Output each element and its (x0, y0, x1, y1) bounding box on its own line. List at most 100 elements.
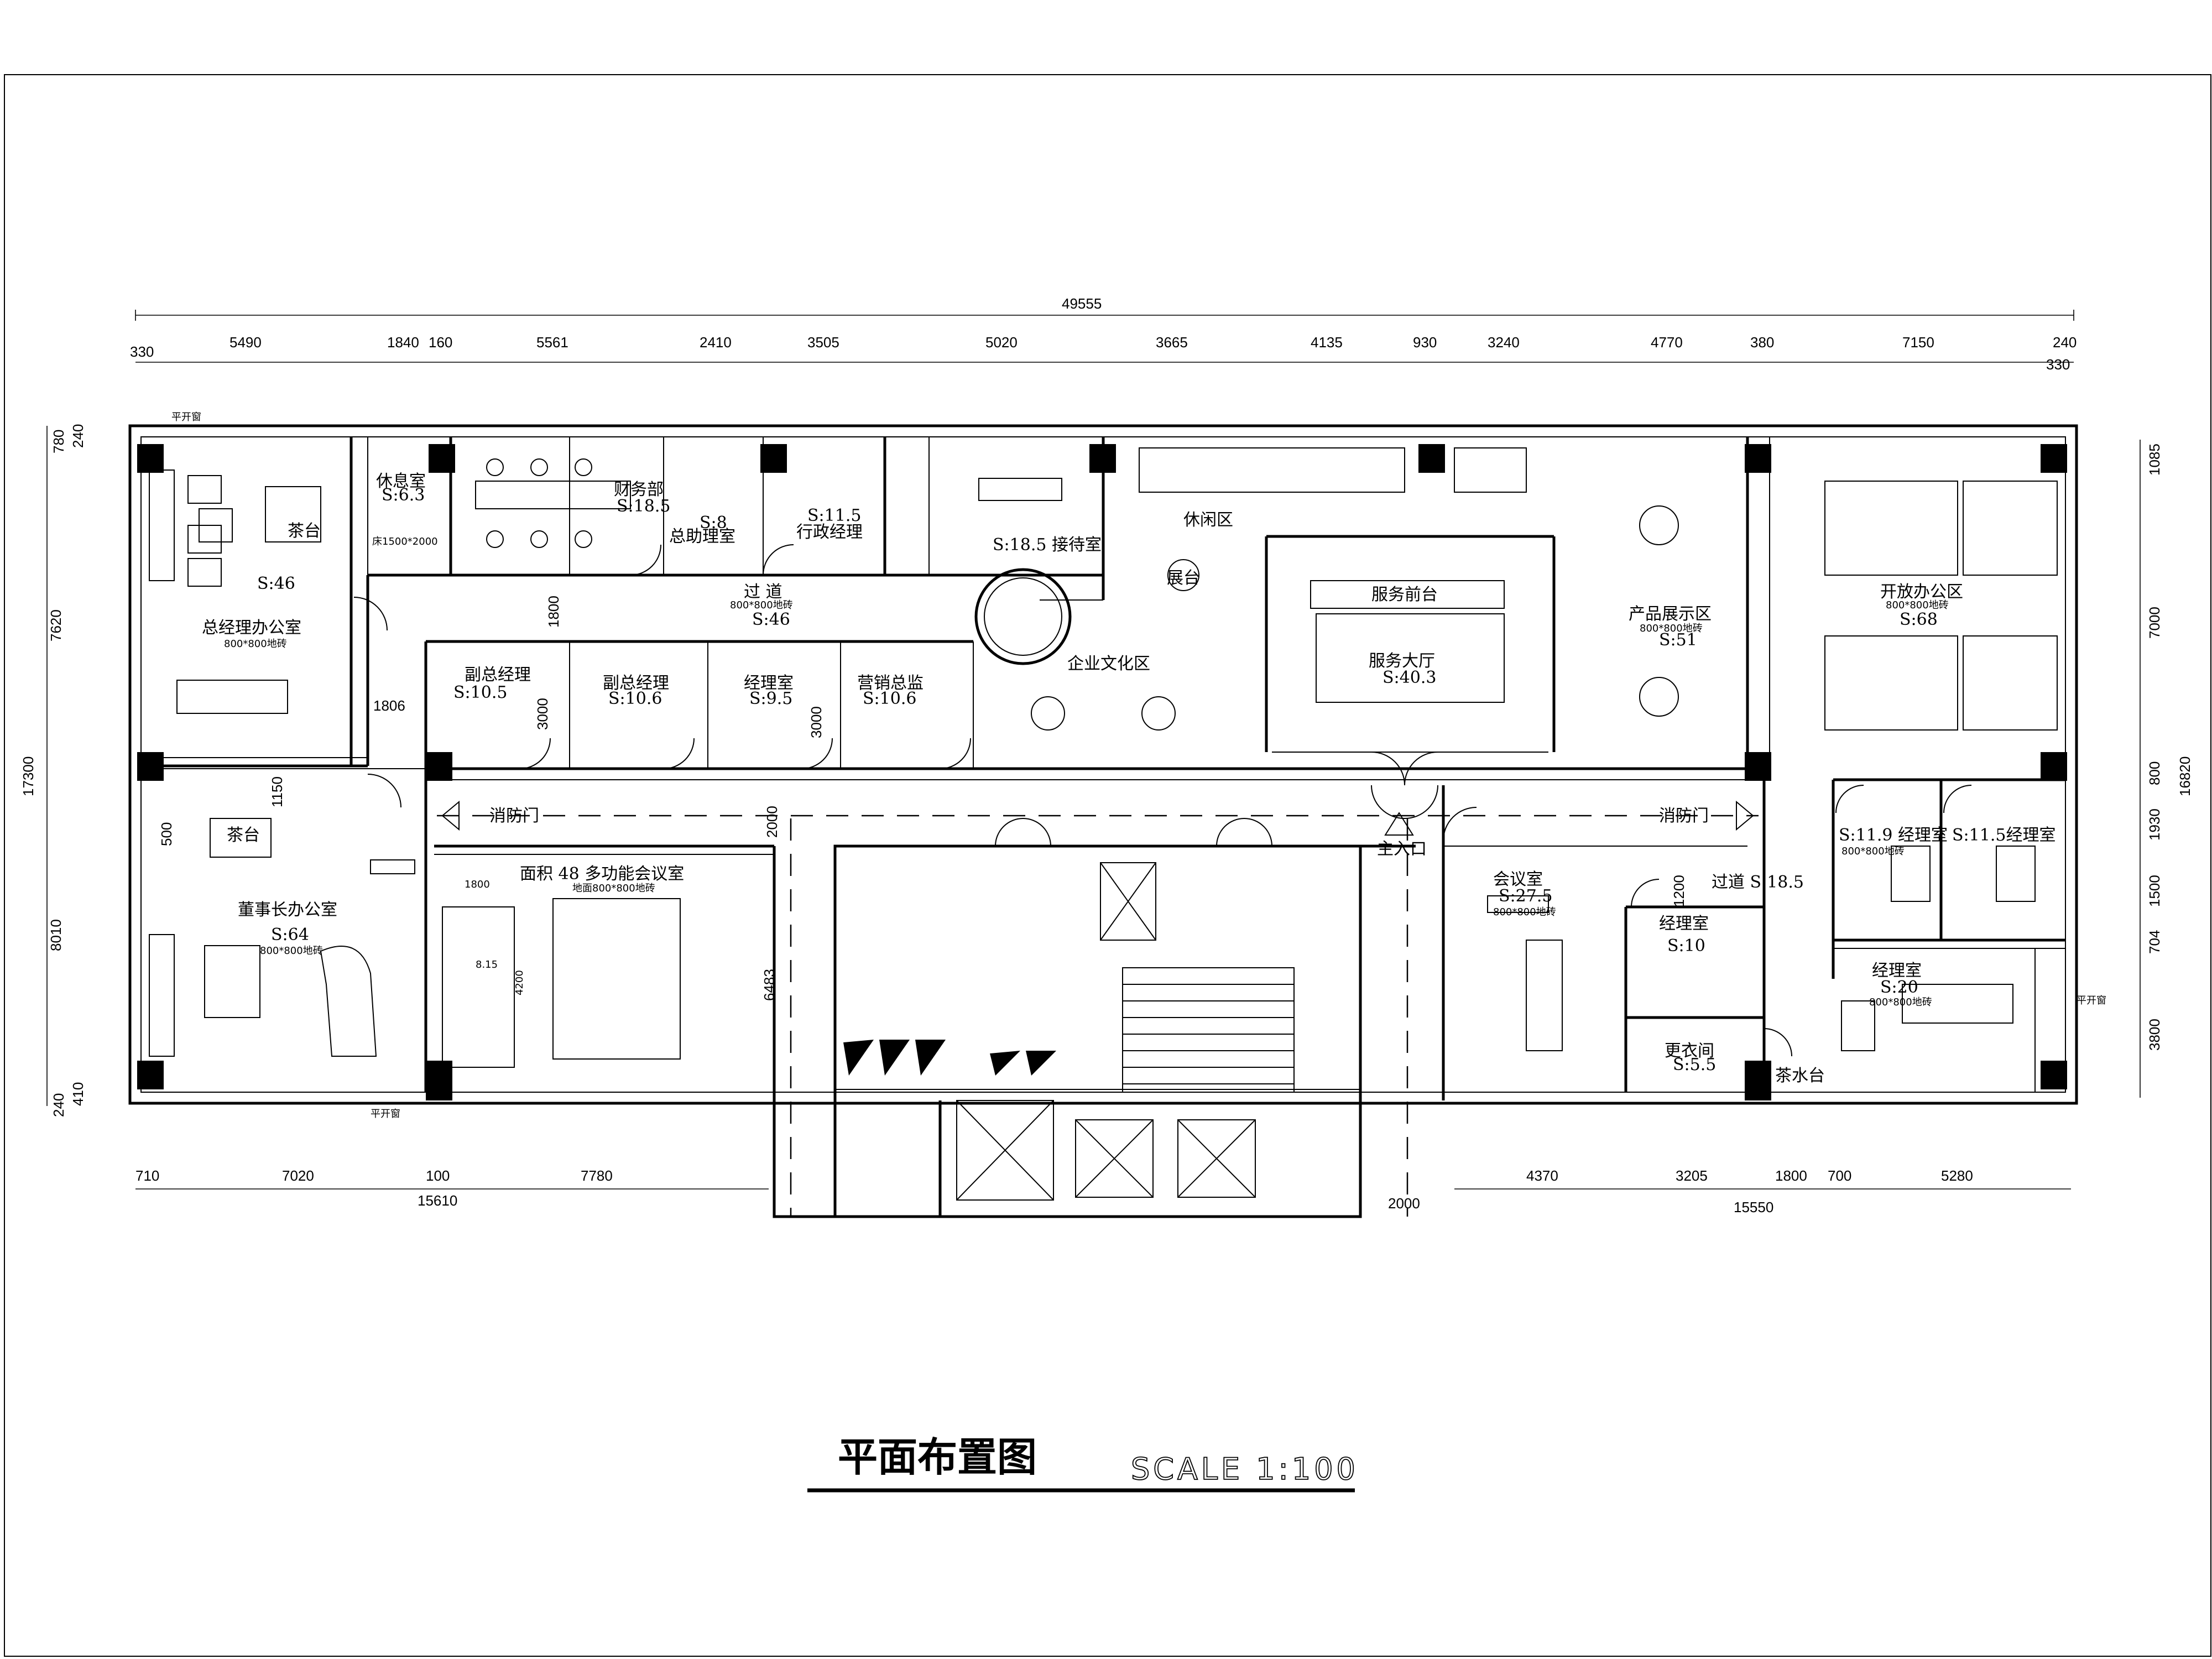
dim-left-1: 240 (70, 424, 86, 448)
dim-inner-3: 3000 (808, 706, 825, 738)
dim-top-1: 5490 (229, 334, 262, 351)
dim-inner-8: 4200 (514, 970, 525, 995)
label-vgm2-area: S:10.6 (608, 689, 662, 708)
dim-top-13: 380 (1750, 334, 1774, 351)
room-labels: 平开窗 平开窗 平开窗 休息室 S:6.3 床1500*2000 财务部 S:1… (171, 411, 2106, 1120)
label-bed: 床1500*2000 (372, 536, 438, 547)
label-window-top: 平开窗 (171, 411, 201, 423)
title-text: 平面布置图 (838, 1434, 1037, 1480)
label-open-tile: 800*800地砖 (1886, 599, 1949, 611)
label-sales-area: S:10.6 (863, 689, 916, 708)
label-mgr5-area: S:20 (1880, 978, 1918, 997)
dim-left-4: 500 (158, 822, 175, 846)
dim-left-2: 7620 (48, 609, 64, 641)
label-corridor-area: S:46 (752, 610, 790, 629)
label-product: 产品展示区 (1629, 604, 1712, 624)
label-vgm1-area: S:10.5 (453, 683, 507, 702)
label-admin-area: S:11.5 (807, 506, 861, 525)
dim-top-0: 330 (130, 343, 154, 360)
dim-top-total: 49555 (1062, 295, 1102, 312)
dim-bottom-right-0: 4370 (1526, 1167, 1558, 1184)
label-mgr4: 经理室 (1659, 914, 1709, 933)
label-chairman-area: S:64 (271, 925, 309, 945)
dim-left-7: 240 (50, 1093, 67, 1117)
dim-top-2: 1840 (387, 334, 419, 351)
dim-top-11: 3240 (1488, 334, 1520, 351)
dim-bottom-mid: 2000 (1388, 1195, 1420, 1212)
dim-inner-7: 1800 (465, 879, 490, 890)
label-mgr2-area: S:11.9 经理室 (1839, 826, 1948, 845)
label-rest-area: S:6.3 (382, 486, 425, 505)
dim-right-0: 1085 (2146, 444, 2163, 476)
label-gm: 总经理办公室 (202, 618, 301, 638)
label-pantry: 茶水台 (1775, 1066, 1825, 1086)
dim-bottom-right-2: 1800 (1775, 1167, 1807, 1184)
label-mgr5: 经理室 (1872, 961, 1922, 980)
dim-right-1: 7000 (2146, 607, 2163, 639)
label-window-bottom: 平开窗 (371, 1108, 400, 1120)
label-front-desk: 服务前台 (1371, 585, 1438, 604)
label-conf-area: 面积 48 多功能会议室 (520, 864, 684, 884)
label-vgm1: 副总经理 (465, 665, 531, 685)
dim-top-7: 5020 (985, 334, 1018, 351)
dim-top-16: 330 (2046, 356, 2070, 373)
label-corridor: 过 道 (744, 582, 782, 602)
dim-right-3: 1930 (2146, 808, 2163, 841)
label-sales: 营销总监 (857, 674, 924, 693)
dim-inner-2: 3000 (534, 698, 551, 730)
label-culture: 企业文化区 (1067, 654, 1150, 674)
dim-left-3: 1150 (269, 776, 285, 807)
label-mgr5-floor: 800*800地砖 (1869, 997, 1932, 1008)
dim-left-6: 410 (70, 1082, 86, 1106)
label-corridor-floor: 800*800地砖 (730, 599, 793, 611)
dim-bottom-right-total: 15550 (1734, 1199, 1773, 1215)
label-mgr-area: S:9.5 (749, 689, 792, 708)
dim-top-4: 5561 (536, 334, 568, 351)
label-chairman: 董事长办公室 (238, 900, 337, 920)
label-fire-door-left: 消防门 (489, 806, 539, 826)
label-display: 展台 (1167, 568, 1200, 588)
doors (353, 544, 1972, 1057)
dim-bottom-right-3: 700 (1828, 1167, 1851, 1184)
label-meeting: 会议室 (1493, 870, 1543, 889)
drawing-title: 平面布置图 SCALE 1:100 (807, 1434, 1359, 1493)
label-gm-area: S:46 (257, 574, 295, 593)
dim-inner-4: 2000 (764, 806, 780, 838)
label-admin: 行政经理 (796, 523, 863, 542)
dim-right-5: 704 (2146, 930, 2163, 954)
dim-left-0: 780 (50, 430, 67, 453)
dim-bottom-left-total: 15610 (418, 1192, 457, 1209)
label-gm-floor: 800*800地砖 (224, 638, 287, 650)
dim-top-8: 3665 (1156, 334, 1188, 351)
dim-inner-6: 1200 (1671, 875, 1687, 907)
dim-right-6: 3800 (2146, 1019, 2163, 1051)
label-finance: 财务部 (614, 480, 664, 499)
dim-right-4: 1500 (2146, 875, 2163, 907)
sheet-border (4, 74, 2211, 1657)
dim-top-5: 2410 (700, 334, 732, 351)
label-fire-door-right: 消防门 (1659, 806, 1709, 826)
label-mgr2-floor: 800*800地砖 (1841, 846, 1905, 857)
dim-bottom-right-1: 3205 (1676, 1167, 1708, 1184)
dimension-labels: 49555 330 5490 1840 160 5561 2410 3505 5… (20, 295, 2193, 1215)
label-reception: S:18.5 接待室 (993, 535, 1102, 555)
dim-inner-5: 6483 (761, 969, 778, 1001)
dimension-lines (46, 310, 2141, 1190)
label-gm-tea: 茶台 (288, 521, 321, 541)
dim-top-15: 240 (2053, 334, 2077, 351)
scale-text: SCALE 1:100 (1131, 1452, 1359, 1486)
label-meeting-area: S:27.5 (1499, 886, 1552, 906)
dim-left-total: 17300 (20, 757, 36, 796)
dim-top-10: 930 (1413, 334, 1437, 351)
dim-inner-1: 1806 (373, 697, 405, 714)
dim-bottom-left-2: 100 (426, 1167, 450, 1184)
label-corridor2: 过道 S:18.5 (1712, 873, 1804, 892)
dim-top-6: 3505 (807, 334, 839, 351)
label-meeting-floor: 800*800地砖 (1493, 906, 1556, 918)
label-chairman-floor: 800*800地砖 (260, 945, 323, 957)
label-product-area: S:51 (1659, 630, 1697, 650)
label-asst: 总助理室 (669, 527, 735, 546)
dim-right-total: 16820 (2177, 757, 2193, 796)
label-finance-area: S:18.5 (617, 497, 670, 516)
